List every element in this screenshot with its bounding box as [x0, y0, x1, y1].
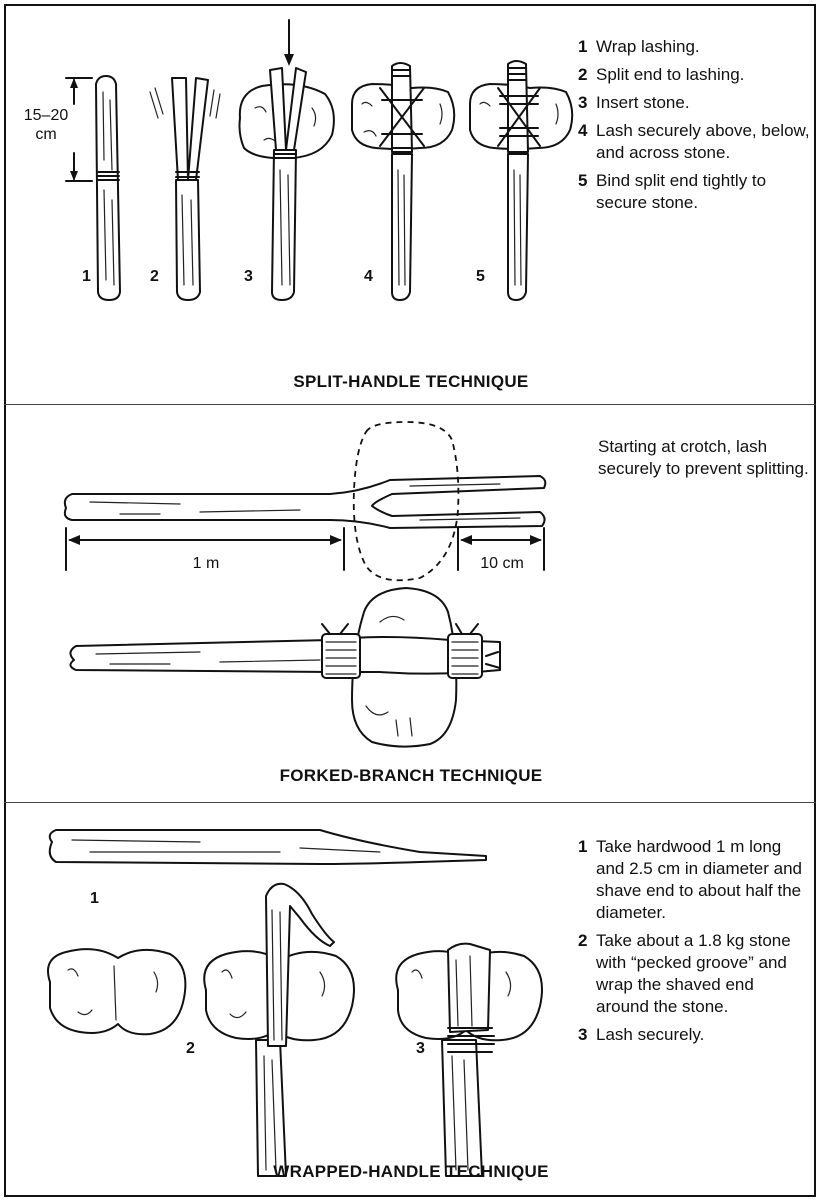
wrapped-handle-title: WRAPPED-HANDLE TECHNIQUE: [0, 1162, 822, 1182]
wrapped-figure-label-3: 3: [416, 1040, 425, 1058]
shaved-hardwood-stick: [50, 830, 486, 864]
step-number: 3: [578, 1024, 587, 1046]
wrapped-step-1: 1 Take hardwood 1 m long and 2.5 cm in di…: [578, 836, 810, 924]
wrapped-figure-label-2: 2: [186, 1040, 195, 1058]
step-text: Take hardwood 1 m long and 2.5 cm in dia…: [596, 837, 802, 922]
wrapped-step-2: 2 Take about a 1.8 kg stone with “pecked …: [578, 930, 810, 1018]
step-number: 1: [578, 836, 587, 858]
wrapped-stone-step-2: [204, 884, 354, 1176]
wrapped-handle-steps: 1 Take hardwood 1 m long and 2.5 cm in di…: [578, 836, 810, 1052]
wrapped-figure-label-1: 1: [90, 890, 99, 908]
grooved-stone: [48, 949, 185, 1034]
lashed-stone-step-3: [396, 944, 542, 1176]
step-text: Lash securely.: [596, 1025, 704, 1044]
step-text: Take about a 1.8 kg stone with “pecked g…: [596, 931, 791, 1016]
step-number: 2: [578, 930, 587, 952]
wrapped-step-3: 3 Lash securely.: [578, 1024, 810, 1046]
